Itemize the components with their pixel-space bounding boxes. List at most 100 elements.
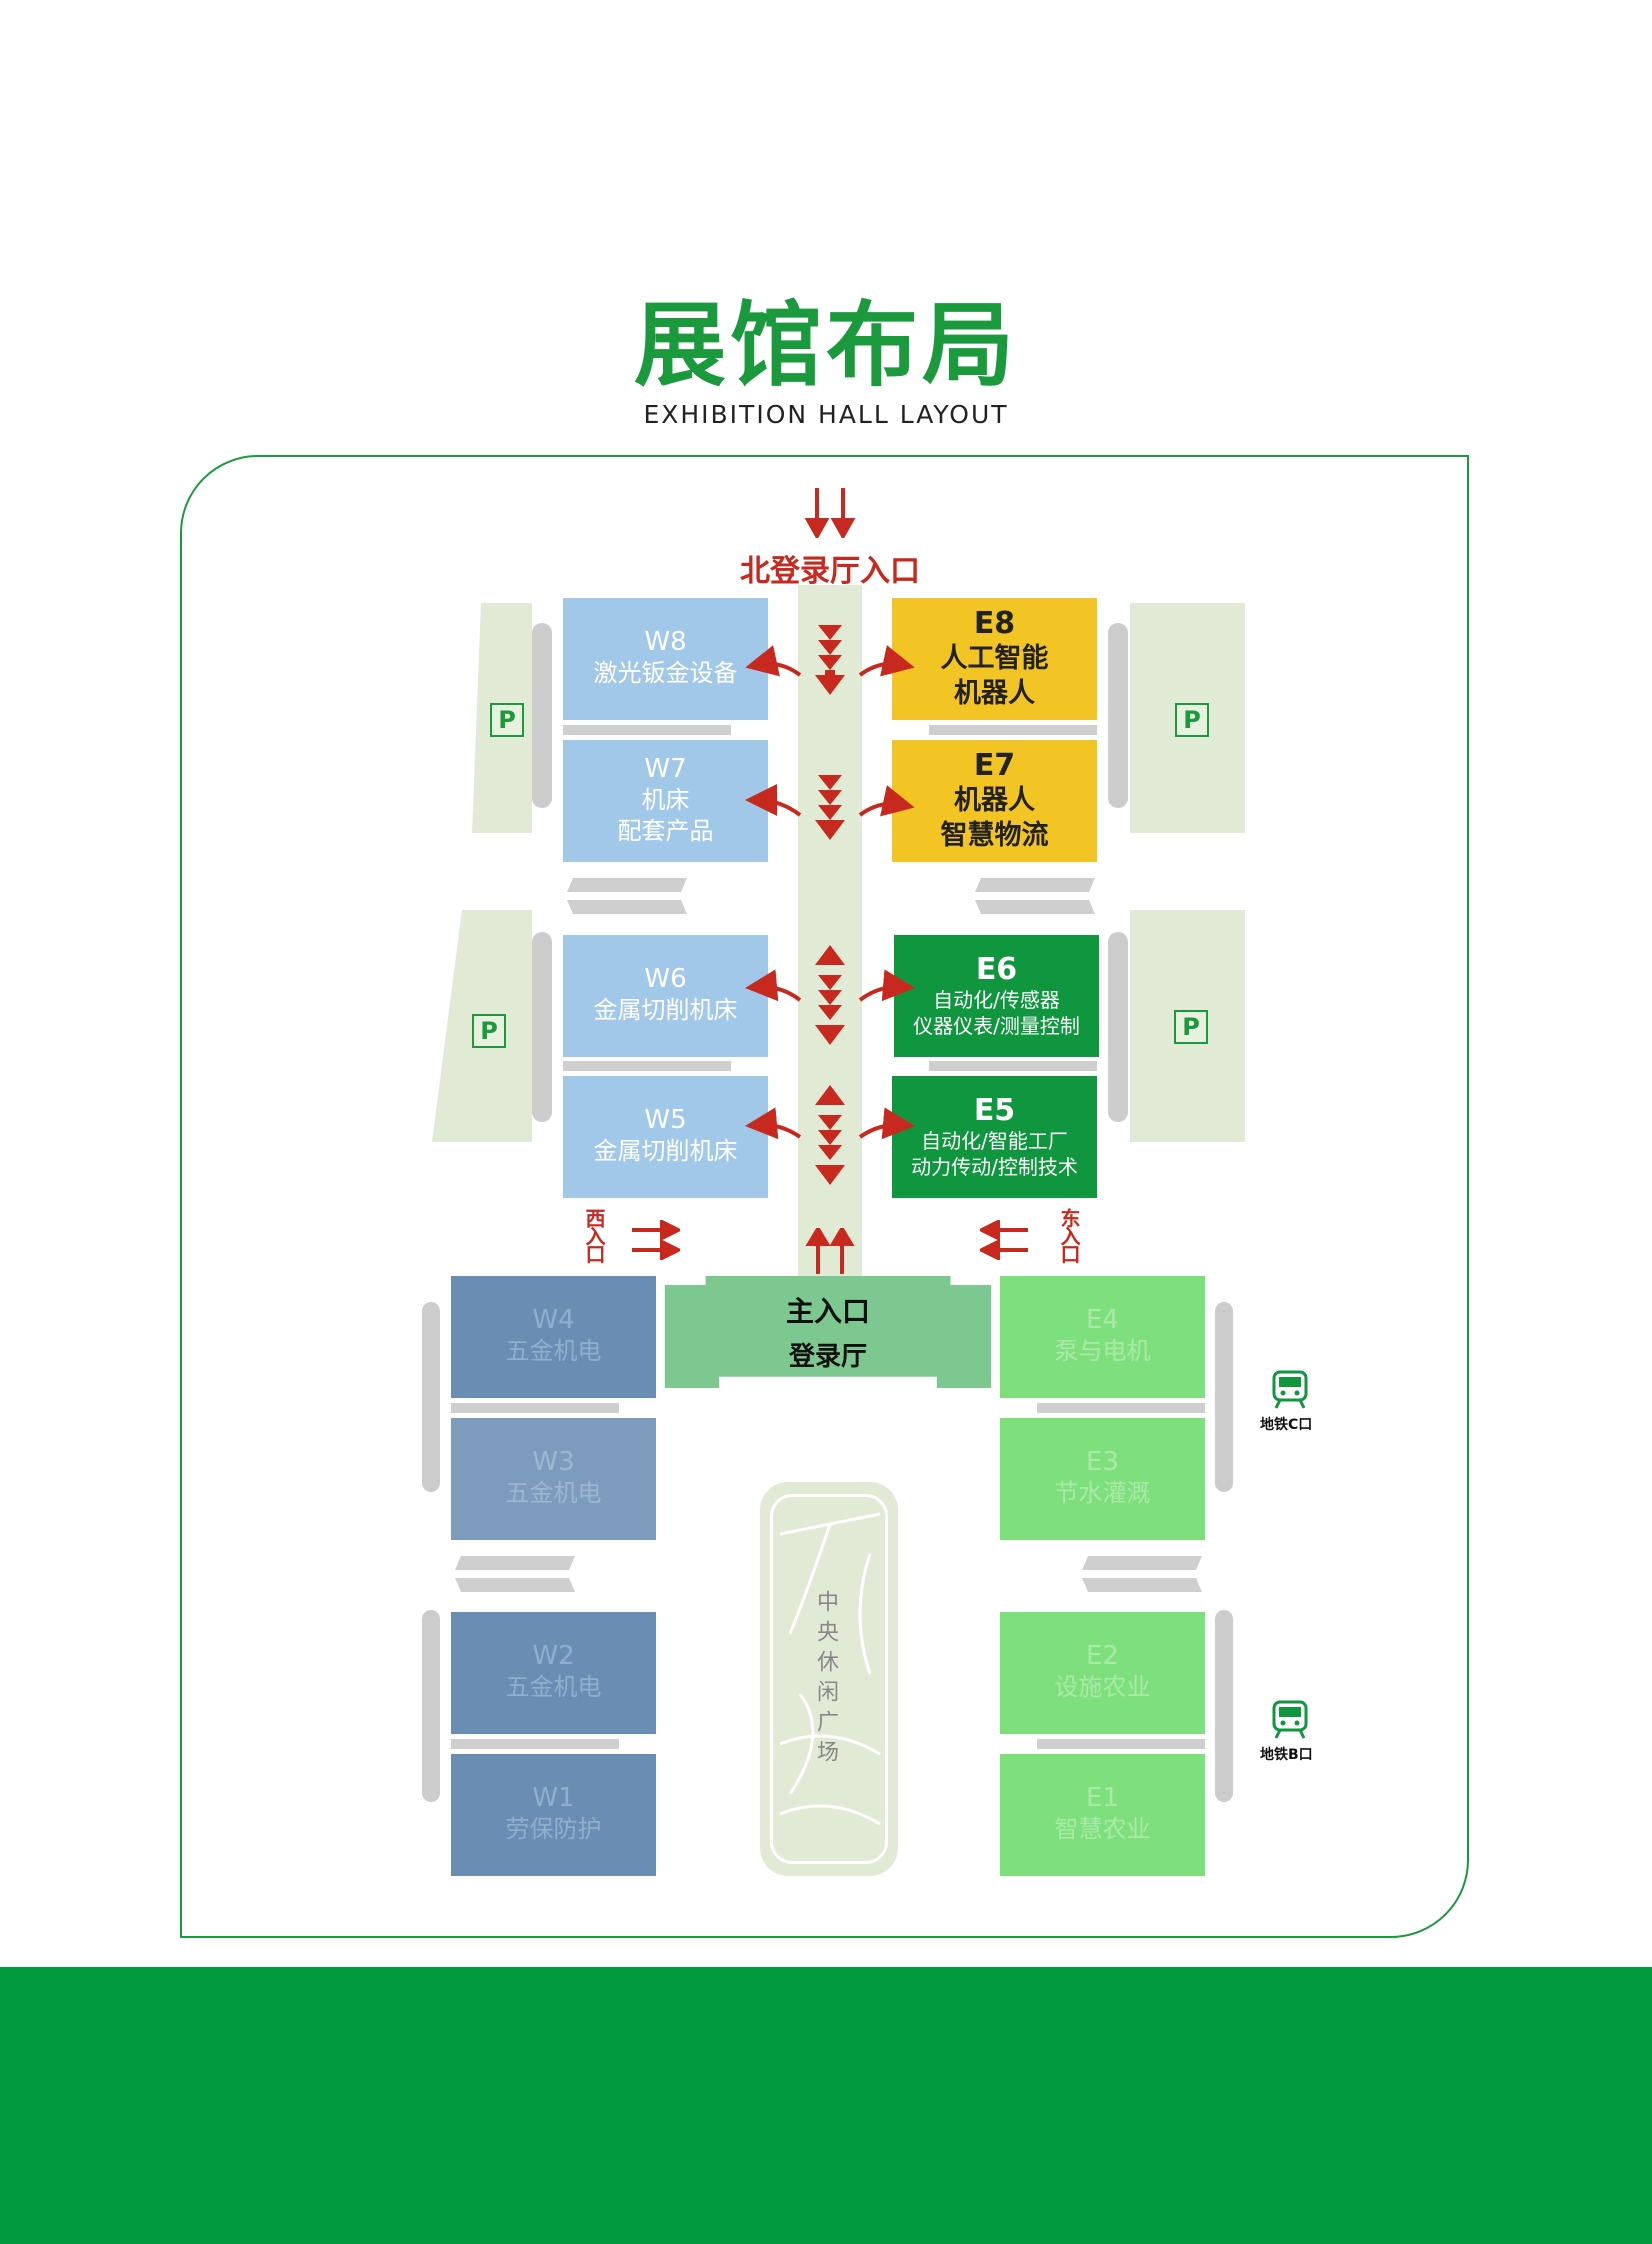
- map-frame: [180, 455, 1469, 1938]
- hall-wall: [532, 932, 552, 1122]
- plaza-path-decoration: [779, 1512, 881, 1826]
- down-arrow-icon: [815, 675, 845, 695]
- hall-divider: [929, 1061, 1097, 1071]
- hall-code: W5: [644, 1105, 687, 1136]
- hall-gap-bar: [567, 878, 687, 892]
- chevron-arrow-icon: [818, 625, 842, 640]
- hall-name: 节水灌溉: [1054, 1479, 1151, 1508]
- curved-arrow-icon: [858, 1107, 915, 1140]
- hall-E3[interactable]: E3 节水灌溉: [1000, 1418, 1205, 1540]
- central-plaza-label: 中央休闲广场: [813, 1590, 838, 1770]
- corridor-arrows: [745, 625, 915, 1185]
- hall-divider: [563, 1061, 731, 1071]
- parking-icon: P: [1174, 1010, 1208, 1044]
- up-arrow-icon: [815, 945, 845, 965]
- hall-W8[interactable]: W8 激光钣金设备: [563, 598, 768, 720]
- parking-icon: P: [1175, 703, 1209, 737]
- hall-name: 金属切削机床: [593, 1137, 738, 1166]
- chevron-arrow-icon: [818, 655, 842, 670]
- down-arrow-icon: [815, 1025, 845, 1045]
- hall-name: 自动化/传感器: [933, 988, 1060, 1013]
- north-entry-arrow-icon: [804, 488, 856, 538]
- chevron-arrow-icon: [818, 990, 842, 1005]
- hall-name: 智慧农业: [1054, 1815, 1151, 1844]
- main-entrance-hall[interactable]: [664, 1276, 992, 1388]
- hall-code: E2: [1086, 1641, 1119, 1672]
- hall-name: 机器人: [954, 785, 1035, 817]
- hall-wall: [1108, 623, 1128, 808]
- hall-W3[interactable]: W3 五金机电: [451, 1418, 656, 1540]
- hall-gap-bar: [975, 900, 1095, 914]
- chevron-arrow-icon: [818, 775, 842, 790]
- right-arrow-icon: [632, 1220, 680, 1260]
- hall-name: 劳保防护: [505, 1815, 602, 1844]
- hall-E6[interactable]: E6 自动化/传感器 仪器仪表/测量控制: [894, 935, 1099, 1057]
- hall-W7[interactable]: W7 机床 配套产品: [563, 740, 768, 862]
- down-arrow-icon: [815, 1165, 845, 1185]
- central-plaza: 中央休闲广场: [760, 1482, 898, 1876]
- curved-arrow-icon: [745, 969, 802, 1002]
- metro-train-icon: [1272, 1700, 1308, 1739]
- central-corridor: [798, 585, 862, 1280]
- hall-W4[interactable]: W4 五金机电: [451, 1276, 656, 1398]
- hall-wall: [1215, 1610, 1233, 1802]
- hall-name: 自动化/智能工厂: [921, 1129, 1068, 1154]
- chevron-arrow-icon: [818, 1005, 842, 1020]
- up-arrow-icon: [815, 1085, 845, 1105]
- west-entrance-label: 西入口: [582, 1208, 606, 1262]
- hall-name: 人工智能: [940, 643, 1049, 675]
- chevron-arrow-icon: [818, 1145, 842, 1160]
- up-arrow-icon: [805, 1228, 855, 1274]
- hall-code: W8: [644, 627, 687, 658]
- hall-divider: [1037, 1739, 1205, 1749]
- hall-name: 智慧物流: [940, 820, 1049, 852]
- hall-gap-bar: [455, 1578, 575, 1592]
- curved-arrow-icon: [858, 969, 915, 1002]
- hall-W1[interactable]: W1 劳保防护: [451, 1754, 656, 1876]
- page-subtitle: EXHIBITION HALL LAYOUT: [643, 400, 1009, 429]
- curved-arrow-icon: [858, 645, 915, 677]
- hall-name: 设施农业: [1054, 1673, 1151, 1702]
- hall-name: 五金机电: [505, 1337, 602, 1366]
- hall-W2[interactable]: W2 五金机电: [451, 1612, 656, 1734]
- hall-name: 泵与电机: [1054, 1337, 1151, 1366]
- hall-wall: [1215, 1302, 1233, 1492]
- hall-E1[interactable]: E1 智慧农业: [1000, 1754, 1205, 1876]
- hall-code: W2: [532, 1641, 575, 1672]
- hall-code: E8: [973, 605, 1016, 641]
- hall-E4[interactable]: E4 泵与电机: [1000, 1276, 1205, 1398]
- hall-E8[interactable]: E8 人工智能 机器人: [892, 598, 1097, 720]
- hall-code: W7: [644, 753, 687, 784]
- hall-gap-bar: [1082, 1578, 1202, 1592]
- hall-name: 机器人: [954, 678, 1035, 710]
- hall-code: E3: [1086, 1447, 1119, 1478]
- curved-arrow-icon: [858, 785, 915, 817]
- hall-gap-bar: [455, 1556, 575, 1570]
- curved-arrow-icon: [745, 645, 802, 677]
- hall-name: 激光钣金设备: [593, 659, 738, 688]
- hall-divider: [563, 725, 731, 735]
- hall-E5[interactable]: E5 自动化/智能工厂 动力传动/控制技术: [892, 1076, 1097, 1198]
- chevron-arrow-icon: [818, 975, 842, 990]
- hall-name: 仪器仪表/测量控制: [913, 1014, 1080, 1039]
- chevron-arrow-icon: [818, 790, 842, 805]
- hall-divider: [1037, 1403, 1205, 1413]
- hall-E2[interactable]: E2 设施农业: [1000, 1612, 1205, 1734]
- chevron-arrow-icon: [818, 1130, 842, 1145]
- page-title: 展馆布局: [633, 292, 1018, 399]
- chevron-arrow-icon: [818, 1115, 842, 1130]
- left-arrow-icon: [980, 1220, 1028, 1260]
- hall-wall: [1108, 932, 1128, 1122]
- hall-E7[interactable]: E7 机器人 智慧物流: [892, 740, 1097, 862]
- east-entrance-label: 东入口: [1057, 1208, 1081, 1262]
- parking-icon: P: [472, 1014, 506, 1048]
- hall-name: 五金机电: [505, 1479, 602, 1508]
- hall-W5[interactable]: W5 金属切削机床: [563, 1076, 768, 1198]
- metro-c-label: 地铁C口: [1260, 1417, 1313, 1433]
- main-entrance-label: 主入口: [785, 1295, 870, 1328]
- hall-code: W4: [532, 1305, 575, 1336]
- hall-W6[interactable]: W6 金属切削机床: [563, 935, 768, 1057]
- hall-code: W3: [532, 1447, 575, 1478]
- north-entrance-label: 北登录厅入口: [740, 554, 920, 589]
- down-arrow-icon: [815, 820, 845, 840]
